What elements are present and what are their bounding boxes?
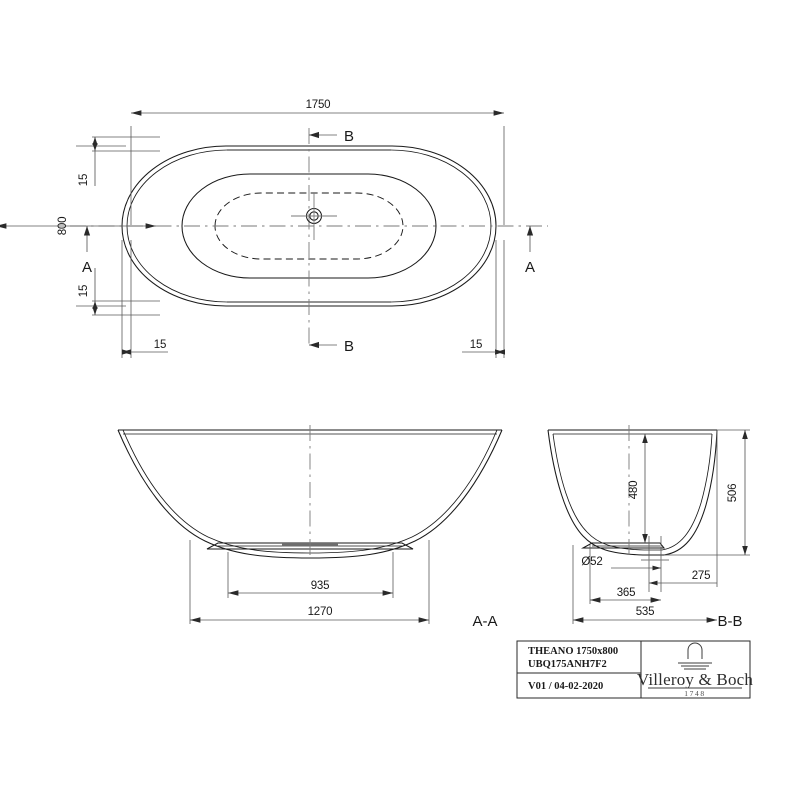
section-mark-b-bottom: B bbox=[309, 338, 354, 355]
dim-offset-bottom: 15 bbox=[78, 268, 160, 316]
section-bb-inner-wall bbox=[552, 433, 713, 551]
section-mark-a-left-label: A bbox=[82, 259, 92, 276]
villeroy-boch-logo: Villeroy & Boch 1748 bbox=[637, 642, 754, 698]
dim-overall-length-text: 1750 bbox=[306, 99, 331, 111]
dim-offset-top: 15 bbox=[78, 136, 160, 186]
dim-overall-height: 506 bbox=[664, 429, 750, 556]
section-bb-label: B-B bbox=[717, 613, 742, 630]
dim-foot-outer-width-text: 1270 bbox=[308, 606, 333, 618]
dim-overall-height-text: 506 bbox=[727, 484, 739, 503]
dim-offset-bottom-text: 15 bbox=[78, 285, 90, 297]
section-bb-view: 480 506 Ø52 275 365 bbox=[547, 425, 750, 630]
section-mark-a-right-label: A bbox=[525, 259, 535, 276]
dim-overall-width: 800 bbox=[0, 145, 157, 307]
dim-offset-top-text: 15 bbox=[78, 174, 90, 186]
dim-overall-width-text: 800 bbox=[57, 217, 69, 236]
plan-view: 1750 800 15 15 bbox=[0, 99, 548, 358]
title-block-product-name: THEANO 1750x800 bbox=[528, 646, 618, 657]
title-block-revision: V01 / 04-02-2020 bbox=[528, 681, 603, 692]
section-bb-base-plate bbox=[580, 542, 666, 549]
dim-foot-inner-width-text: 935 bbox=[311, 580, 330, 592]
dim-drain-center-offset-text: 365 bbox=[617, 587, 636, 599]
section-aa-view: 935 1270 A-A bbox=[117, 425, 503, 630]
dim-inner-depth: 480 bbox=[628, 434, 648, 543]
title-block-article-number: UBQ175ANH7F2 bbox=[528, 659, 607, 670]
title-block: THEANO 1750x800 UBQ175ANH7F2 V01 / 04-02… bbox=[516, 640, 754, 699]
dim-offset-left: 15 bbox=[121, 240, 168, 358]
dim-offset-right-text: 15 bbox=[470, 339, 482, 351]
logo-year-text: 1748 bbox=[684, 689, 705, 698]
dim-drain-center-offset: 365 bbox=[589, 545, 662, 604]
dim-foot-outer-width: 1270 bbox=[189, 540, 430, 624]
dim-drain-diameter-text: Ø52 bbox=[581, 556, 602, 568]
dim-overall-length: 1750 bbox=[130, 99, 505, 225]
section-mark-b-top: B bbox=[309, 128, 354, 145]
section-aa-outer-wall bbox=[117, 429, 503, 559]
dim-drain-diameter: Ø52 bbox=[581, 556, 661, 571]
logo-brand-text: Villeroy & Boch bbox=[637, 670, 754, 689]
dim-base-half-width-text: 535 bbox=[636, 606, 655, 618]
section-mark-b-bottom-label: B bbox=[344, 338, 354, 355]
section-aa-label: A-A bbox=[472, 613, 497, 630]
drain-outlet-icon bbox=[291, 193, 337, 240]
tub-basin-outline bbox=[181, 173, 437, 279]
dim-drain-edge-offset: 275 bbox=[648, 430, 718, 587]
dim-drain-edge-offset-text: 275 bbox=[692, 570, 711, 582]
tub-outer-rim-outline bbox=[121, 145, 497, 307]
dim-inner-depth-text: 480 bbox=[628, 481, 640, 500]
dim-offset-left-text: 15 bbox=[154, 339, 166, 351]
section-mark-a-right: A bbox=[525, 226, 535, 276]
section-aa-base-plate bbox=[206, 542, 414, 550]
dim-offset-right: 15 bbox=[462, 240, 505, 358]
section-mark-a-left: A bbox=[82, 226, 92, 276]
logo-arch-icon bbox=[687, 642, 703, 659]
title-block-frame bbox=[516, 640, 751, 699]
dim-foot-inner-width: 935 bbox=[227, 552, 394, 598]
dim-base-half-width: 535 bbox=[572, 545, 718, 624]
section-bb-outer-wall bbox=[547, 429, 718, 556]
section-mark-b-top-label: B bbox=[344, 128, 354, 145]
